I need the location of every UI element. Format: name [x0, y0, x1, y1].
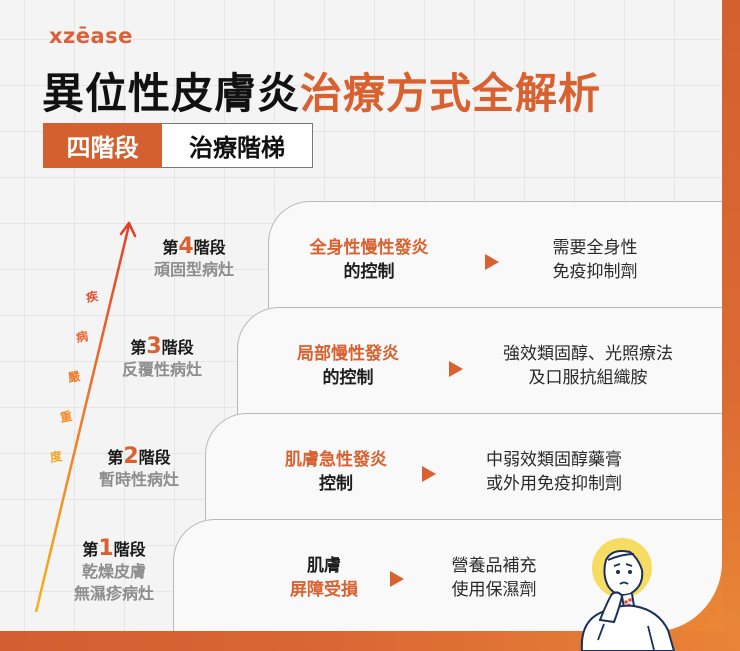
- step-3-card: 局部慢性發炎 的控制 強效類固醇、光照療法 及口服抗組織胺: [237, 307, 722, 417]
- subtitle-tag-stages: 四階段: [43, 123, 162, 168]
- title-main: 異位性皮膚炎: [42, 69, 301, 118]
- arrow-right-icon: [485, 254, 499, 270]
- thinking-person-illustration: [580, 538, 676, 651]
- page-title: 異位性皮膚炎治療方式全解析: [42, 60, 601, 121]
- step-1-label: 第1階段 乾燥皮膚 無濕疹病灶: [73, 536, 154, 604]
- step-2-card: 肌膚急性發炎 控制 中弱效類固醇藥膏 或外用免疫抑制劑: [205, 413, 722, 523]
- step-2-treatment: 中弱效類固醇藥膏 或外用免疫抑制劑: [486, 450, 622, 494]
- arrow-right-icon: [390, 571, 404, 587]
- step-2-condition: 肌膚急性發炎 控制: [285, 450, 387, 494]
- step-3-treatment: 強效類固醇、光照療法 及口服抗組織胺: [503, 344, 673, 388]
- step-3-condition: 局部慢性發炎 的控制: [297, 344, 399, 388]
- subtitle-tag-ladder: 治療階梯: [162, 123, 313, 168]
- frame-right-bar: [722, 0, 740, 651]
- brand-logo: xzēase: [49, 24, 133, 48]
- step-3-label: 第3階段 反覆性病灶: [121, 334, 202, 380]
- step-4-condition: 全身性慢性發炎 的控制: [309, 238, 429, 282]
- arrow-right-icon: [422, 466, 436, 482]
- step-4-label: 第4階段 頑固型病灶: [153, 234, 234, 280]
- step-1-condition: 肌膚 屏障受損: [290, 556, 358, 600]
- subtitle-banner: 四階段 治療階梯: [43, 123, 313, 168]
- frame-bottom-bar: [0, 631, 740, 651]
- title-accent: 治療方式全解析: [300, 69, 602, 118]
- step-4-treatment: 需要全身性 免疫抑制劑: [552, 238, 638, 282]
- step-4-card: 全身性慢性發炎 的控制 需要全身性 免疫抑制劑: [268, 201, 722, 311]
- step-2-label: 第2階段 暫時性病灶: [98, 444, 179, 490]
- arrow-right-icon: [449, 361, 463, 377]
- step-1-treatment: 營養品補充 使用保濕劑: [451, 556, 537, 600]
